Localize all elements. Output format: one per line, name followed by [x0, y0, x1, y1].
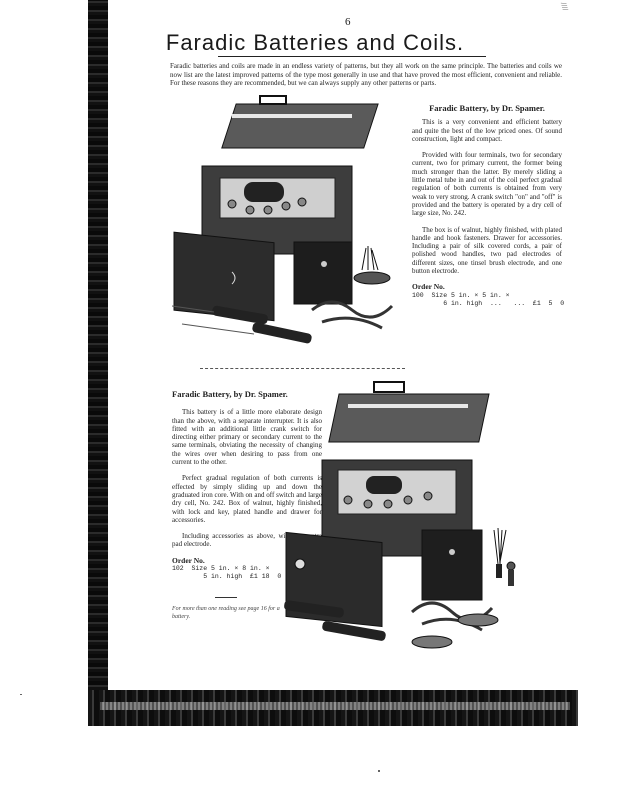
corner-scan-mark: ////: [558, 1, 570, 12]
battery-two-paragraph: Including accessories as above, with one…: [172, 532, 322, 549]
scan-speck: [378, 770, 380, 772]
section-divider: [200, 368, 405, 369]
battery-two-paragraph: This battery is of a little more elabora…: [172, 408, 322, 467]
battery-one-order-label: Order No.: [412, 282, 445, 292]
battery-one-order-line: 100 Size 5 in. × 5 in. ×: [412, 291, 510, 299]
battery-one-paragraph: This is a very convenient and efficient …: [412, 118, 562, 143]
footnote: For more than one reading see page 16 fo…: [172, 606, 280, 620]
battery-two-description: Faradic Battery, by Dr. Spamer. This bat…: [172, 390, 322, 582]
battery-one-paragraph: The box is of walnut, highly finished, w…: [412, 225, 562, 276]
title-underline: [218, 56, 486, 57]
battery-two-order-line: 102 Size 5 in. × 8 in. ×: [172, 565, 270, 573]
battery-two-heading: Faradic Battery, by Dr. Spamer.: [172, 389, 288, 399]
scan-speck: [20, 694, 22, 695]
page-title: Faradic Batteries and Coils.: [165, 30, 465, 55]
battery-one-description: Faradic Battery, by Dr. Spamer. This is …: [412, 103, 565, 308]
intro-paragraph: Faradic batteries and coils are made in …: [170, 62, 562, 87]
battery-two-paragraph: Perfect gradual regulation of both curre…: [172, 474, 322, 524]
battery-two-order-price: 5 in. high £1 18 0: [172, 573, 282, 581]
scan-binding-edge-left: [88, 0, 108, 726]
battery-one-engraving: [172, 95, 394, 344]
scan-noise-strip: [100, 702, 570, 710]
battery-one-heading: Faradic Battery, by Dr. Spamer.: [429, 103, 545, 113]
battery-one-order-price: 6 in. high ... ... £1 5 0: [412, 299, 565, 307]
battery-two-engraving: [284, 381, 516, 649]
battery-one-paragraph: Provided with four terminals, two for se…: [412, 151, 562, 218]
page-number: 6: [345, 16, 351, 28]
battery-two-order-label: Order No.: [172, 555, 205, 565]
footnote-rule: [215, 597, 237, 598]
